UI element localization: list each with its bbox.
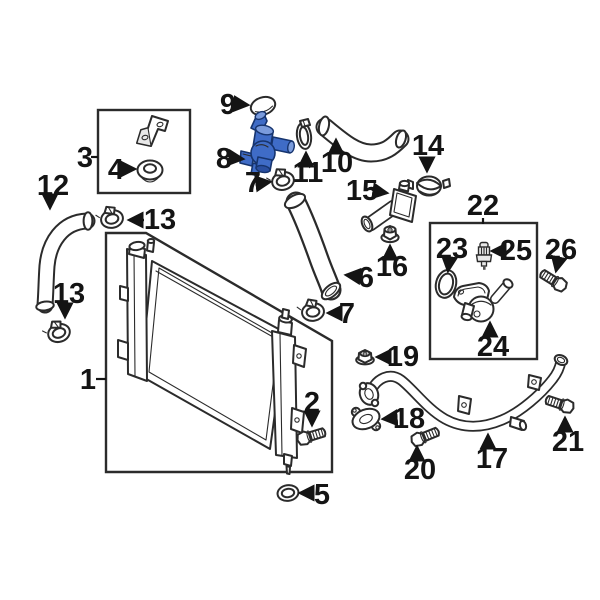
sensor-25-illustration: [475, 241, 493, 270]
callout-leaders: [41, 95, 574, 502]
callout-11[interactable]: 11: [293, 157, 324, 189]
callout-1[interactable]: 1: [80, 364, 96, 396]
radiator-illustration: [117, 238, 307, 475]
thermostat-housing-24-illustration: [453, 278, 514, 323]
callout-8-leader: [227, 148, 246, 167]
callout-13b[interactable]: 13: [53, 278, 85, 310]
callout-26-leader: [550, 254, 568, 274]
callout-4[interactable]: 4: [108, 154, 124, 186]
callout-16[interactable]: 16: [376, 251, 408, 283]
clamp-13a-illustration: [93, 202, 126, 232]
bolt-21-illustration: [542, 392, 577, 416]
bolt-26-illustration: [536, 266, 571, 295]
callout-17[interactable]: 17: [476, 443, 508, 475]
hose-12-illustration: [35, 211, 96, 314]
callout-5[interactable]: 5: [314, 479, 330, 511]
callout-26[interactable]: 26: [545, 234, 577, 266]
clamp-11-illustration: [295, 118, 313, 150]
callout-7a[interactable]: 7: [245, 167, 261, 199]
callout-6[interactable]: 6: [358, 262, 374, 294]
callout-10[interactable]: 10: [321, 147, 353, 179]
oring-5-illustration: [276, 484, 300, 502]
clamp-7b-illustration: [295, 296, 327, 324]
callout-9-leader: [232, 95, 251, 113]
gasket-18-illustration: [350, 406, 382, 432]
callout-15[interactable]: 15: [346, 175, 378, 207]
callout-19[interactable]: 19: [387, 341, 419, 373]
callout-13a[interactable]: 13: [144, 204, 176, 236]
callout-2[interactable]: 2: [304, 387, 320, 419]
callout-23-leader: [441, 255, 459, 274]
bracket-illustration: [136, 115, 169, 147]
callout-3[interactable]: 3: [77, 142, 93, 174]
callout-15-leader: [371, 182, 390, 200]
callout-7a-leader: [254, 175, 273, 193]
coolant-outlet-highlighted[interactable]: [239, 110, 296, 177]
clamp-13b-illustration: [39, 316, 74, 348]
callout-18-leader: [380, 409, 399, 427]
nut-16-illustration: [380, 225, 400, 244]
callout-6-leader: [343, 267, 362, 286]
callout-21[interactable]: 21: [552, 426, 584, 458]
callout-14[interactable]: 14: [412, 130, 444, 162]
filler-neck-illustration: [360, 179, 417, 233]
callout-20[interactable]: 20: [404, 454, 436, 486]
nut-19-illustration: [355, 349, 375, 366]
callout-labels: 1 2 3 4 5 6 7 7 8 9 10 11 12 13 13 14 15…: [37, 89, 584, 511]
hose-6-illustration: [283, 191, 342, 301]
pipe-17-illustration: [358, 353, 569, 432]
cap-14-illustration: [406, 175, 451, 197]
callout-8[interactable]: 8: [216, 143, 232, 175]
callout-23[interactable]: 23: [436, 233, 468, 265]
oring-23-illustration: [434, 269, 458, 299]
callout-12[interactable]: 12: [37, 170, 69, 202]
mount-grommet-illustration: [136, 159, 164, 183]
callout-25[interactable]: 25: [500, 235, 532, 267]
callout-9[interactable]: 9: [220, 89, 236, 121]
callout-24[interactable]: 24: [477, 331, 509, 363]
callout-18[interactable]: 18: [393, 403, 425, 435]
callout-22[interactable]: 22: [467, 190, 499, 222]
callout-7b[interactable]: 7: [339, 298, 355, 330]
